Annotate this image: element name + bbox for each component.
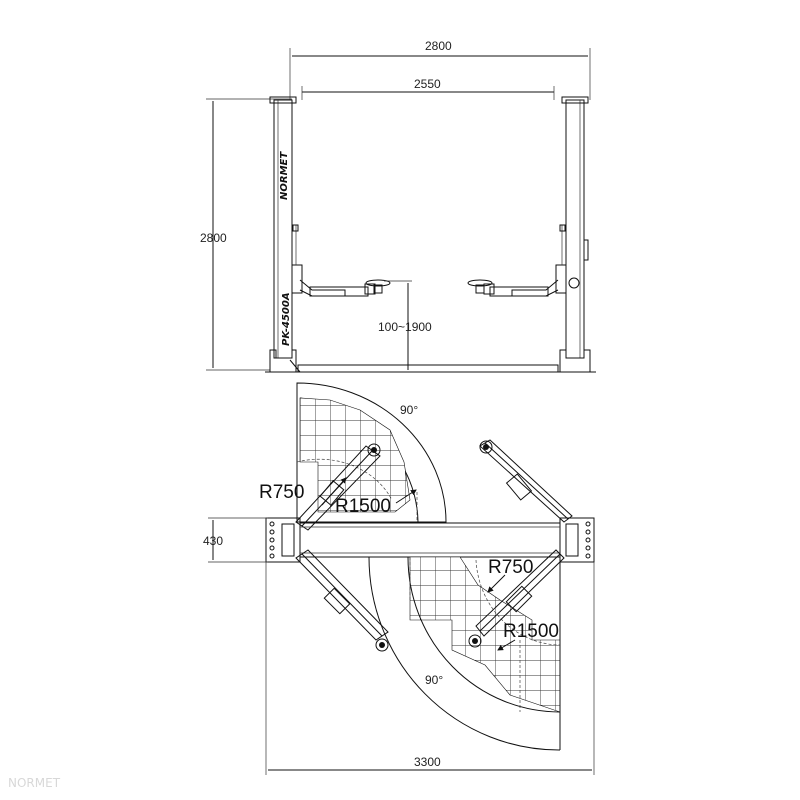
dim-top-width: 3300 [265, 562, 595, 775]
lower-right-swing-area: 90° R750 R1500 [368, 556, 561, 751]
upper-left-swing-area: 90° R750 R1500 [259, 382, 447, 523]
base-crossbeam [265, 517, 595, 563]
dim-height: 2800 [200, 98, 292, 371]
left-arm [291, 224, 391, 297]
upper-angle-label: 90° [400, 403, 418, 417]
dim-inner-width: 2550 [301, 77, 555, 100]
lower-r1500-label: R1500 [503, 621, 559, 642]
upper-r750-label: R750 [259, 482, 304, 503]
model-label: PK-4500A [281, 292, 292, 346]
brand-logo: NORMET [279, 151, 290, 200]
lift-range-label: 100~1900 [378, 320, 432, 334]
lower-angle-label: 90° [425, 673, 443, 687]
front-view: 2800 2550 2800 NORMET PK-4500A [200, 39, 596, 373]
base-plate [265, 364, 596, 373]
left-column: NORMET PK-4500A [269, 96, 301, 373]
watermark: NORMET [8, 776, 61, 790]
inner-width-label: 2550 [414, 77, 441, 91]
upper-r1500-label: R1500 [335, 496, 391, 517]
right-post-bolts [565, 521, 591, 559]
lower-right-arm [468, 549, 565, 648]
front-width-label: 2800 [425, 39, 452, 53]
right-arm [467, 224, 567, 297]
top-view: 90° R750 R1500 [203, 382, 595, 775]
left-post-bolts [269, 521, 295, 559]
lower-r750-label: R750 [488, 557, 533, 578]
dim-lift-range: 100~1900 [378, 280, 432, 370]
dim-overall-width: 2800 [289, 39, 591, 100]
upper-right-arm [479, 439, 573, 523]
depth-label: 430 [203, 534, 223, 548]
front-height-label: 2800 [200, 231, 227, 245]
lower-left-arm [295, 549, 389, 652]
top-width-label: 3300 [414, 755, 441, 769]
right-column [559, 96, 591, 373]
dim-depth: 430 [203, 517, 268, 563]
